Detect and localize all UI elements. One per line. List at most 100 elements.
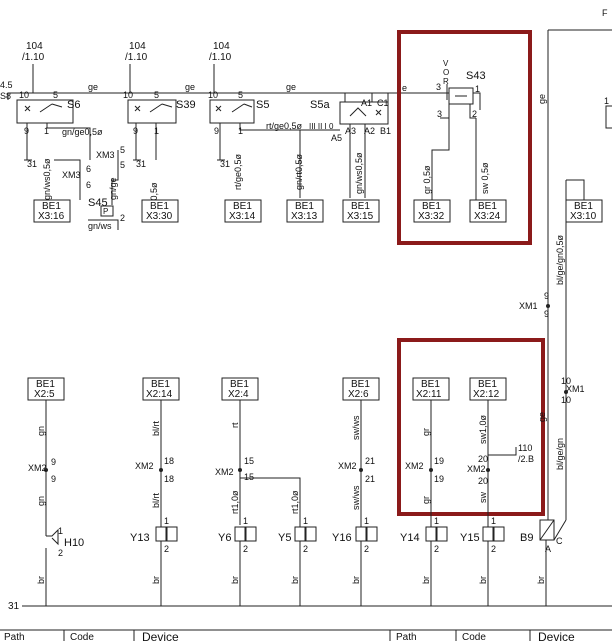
wire-label: e [402, 83, 407, 93]
pressure-switch [100, 205, 114, 217]
legend-table-grid [0, 629, 612, 641]
be-bottom-box: BE1 X2:5 [27, 377, 65, 401]
wire [54, 150, 119, 205]
svg-text:BE1: BE1 [233, 201, 252, 212]
wire-label: sw/ws [351, 415, 361, 440]
svg-text:B9: B9 [520, 532, 533, 544]
svg-text:X2:12: X2:12 [473, 389, 500, 400]
svg-text:BE1: BE1 [351, 201, 370, 212]
svg-text:X2:14: X2:14 [146, 389, 173, 400]
ground-label: 31 [8, 601, 20, 612]
pin-label: 2 [472, 109, 477, 119]
highlight-box-bottom [397, 338, 545, 516]
pin-label: 10 [19, 90, 29, 100]
svg-text:X3:14: X3:14 [229, 211, 256, 222]
connector-label: XM2 [135, 461, 154, 471]
connector-label: XM2 [215, 467, 234, 477]
connector-label: XM2 [467, 464, 486, 474]
svg-text:2: 2 [491, 544, 496, 554]
svg-text:BE1: BE1 [295, 201, 314, 212]
ground-pin: 31 [136, 159, 146, 169]
svg-text:1: 1 [164, 516, 169, 526]
pin-label: 21 [365, 474, 375, 484]
pin-label: P [103, 207, 108, 216]
wire-label: rt1,0ø [230, 490, 240, 514]
pin-label: 5 [120, 160, 125, 170]
wire-label: br [36, 576, 46, 584]
pin-label: 20 [478, 454, 488, 464]
svg-text:2: 2 [364, 544, 369, 554]
pin-label: 2 [120, 213, 125, 223]
be-top-box: BE1 X3:16 [33, 199, 71, 223]
svg-text:X3:10: X3:10 [570, 211, 597, 222]
ref-wire [32, 64, 215, 93]
partial-box [605, 105, 612, 129]
ref-label: 104 [213, 41, 230, 52]
table-header: Code [70, 632, 94, 641]
svg-text:BE1: BE1 [574, 201, 593, 212]
pin-label: 3 [436, 82, 441, 92]
ref-label: S8 [0, 91, 11, 101]
wire-label: gn/ge [108, 177, 118, 200]
wire-label: bl/ge/gn [555, 438, 565, 470]
pin-label: 9 [51, 474, 56, 484]
wire-label: br [230, 576, 240, 584]
horn-h10: H10 1 2 [46, 526, 84, 558]
switch-s5a-box [339, 101, 389, 125]
svg-text:2: 2 [303, 544, 308, 554]
wire-label: bl/ge/gn0,5ø [555, 234, 565, 285]
pin-label: 18 [164, 456, 174, 466]
wire-label: ge [537, 94, 547, 104]
switch-label: O [443, 68, 449, 77]
svg-text:1: 1 [58, 526, 63, 536]
be-top-box: BE1 X3:10 [565, 199, 603, 223]
be-bottom-box: BE1 X2:4 [221, 377, 259, 401]
svg-text:2: 2 [434, 544, 439, 554]
svg-text:BE1: BE1 [478, 379, 497, 390]
wire-label: bl/rt [151, 420, 161, 436]
be-top-box: BE1 X3:24 [469, 199, 507, 223]
pin-label: 5 [53, 90, 58, 100]
pin-label: C1 [377, 98, 389, 108]
pin-label: 1 [238, 126, 243, 136]
wire-label: rt1,0ø [290, 490, 300, 514]
svg-text:BE1: BE1 [36, 379, 55, 390]
wire-label: gn [36, 426, 46, 436]
sensor-b9: B9 C A [520, 519, 567, 554]
ground-pin: 31 [220, 159, 230, 169]
svg-text:1: 1 [364, 516, 369, 526]
wire-label: ge [537, 412, 547, 422]
ref-label: F [602, 8, 608, 18]
ref-label: /2.B [518, 454, 534, 464]
switch-s6-box [16, 99, 74, 124]
switch-symbol [134, 103, 173, 113]
connector-label: XM3 [96, 150, 115, 160]
svg-text:BE1: BE1 [151, 379, 170, 390]
pin-label: 6 [86, 180, 91, 190]
valve-y6: Y6 1 2 [218, 516, 257, 554]
wire-label: gn/ge0,5ø [62, 127, 103, 137]
table-header: Code [462, 632, 486, 641]
be-bottom-box: BE1 X2:14 [142, 377, 180, 401]
pin-label: 3 [437, 109, 442, 119]
svg-text:X2:4: X2:4 [228, 389, 249, 400]
table-header: Device [142, 630, 179, 641]
pin-label: A2 [364, 126, 375, 136]
svg-text:X3:13: X3:13 [291, 211, 318, 222]
connector-label: XM3 [62, 170, 81, 180]
ref-label: /1.10 [209, 52, 232, 63]
wire-label: rt [230, 422, 240, 428]
pin-label: B1 [380, 126, 391, 136]
pin-label: 15 [244, 456, 254, 466]
pin-label: 10 [561, 376, 571, 386]
wire-label: br [151, 576, 161, 584]
switch-label: R [443, 77, 449, 86]
wire-label: bl/rt [151, 492, 161, 508]
table-header: Device [538, 630, 575, 641]
svg-text:1: 1 [243, 516, 248, 526]
pin-label: 15 [244, 472, 254, 482]
svg-text:H10: H10 [64, 537, 84, 549]
connector-dot [238, 468, 242, 472]
svg-text:A: A [545, 544, 551, 554]
